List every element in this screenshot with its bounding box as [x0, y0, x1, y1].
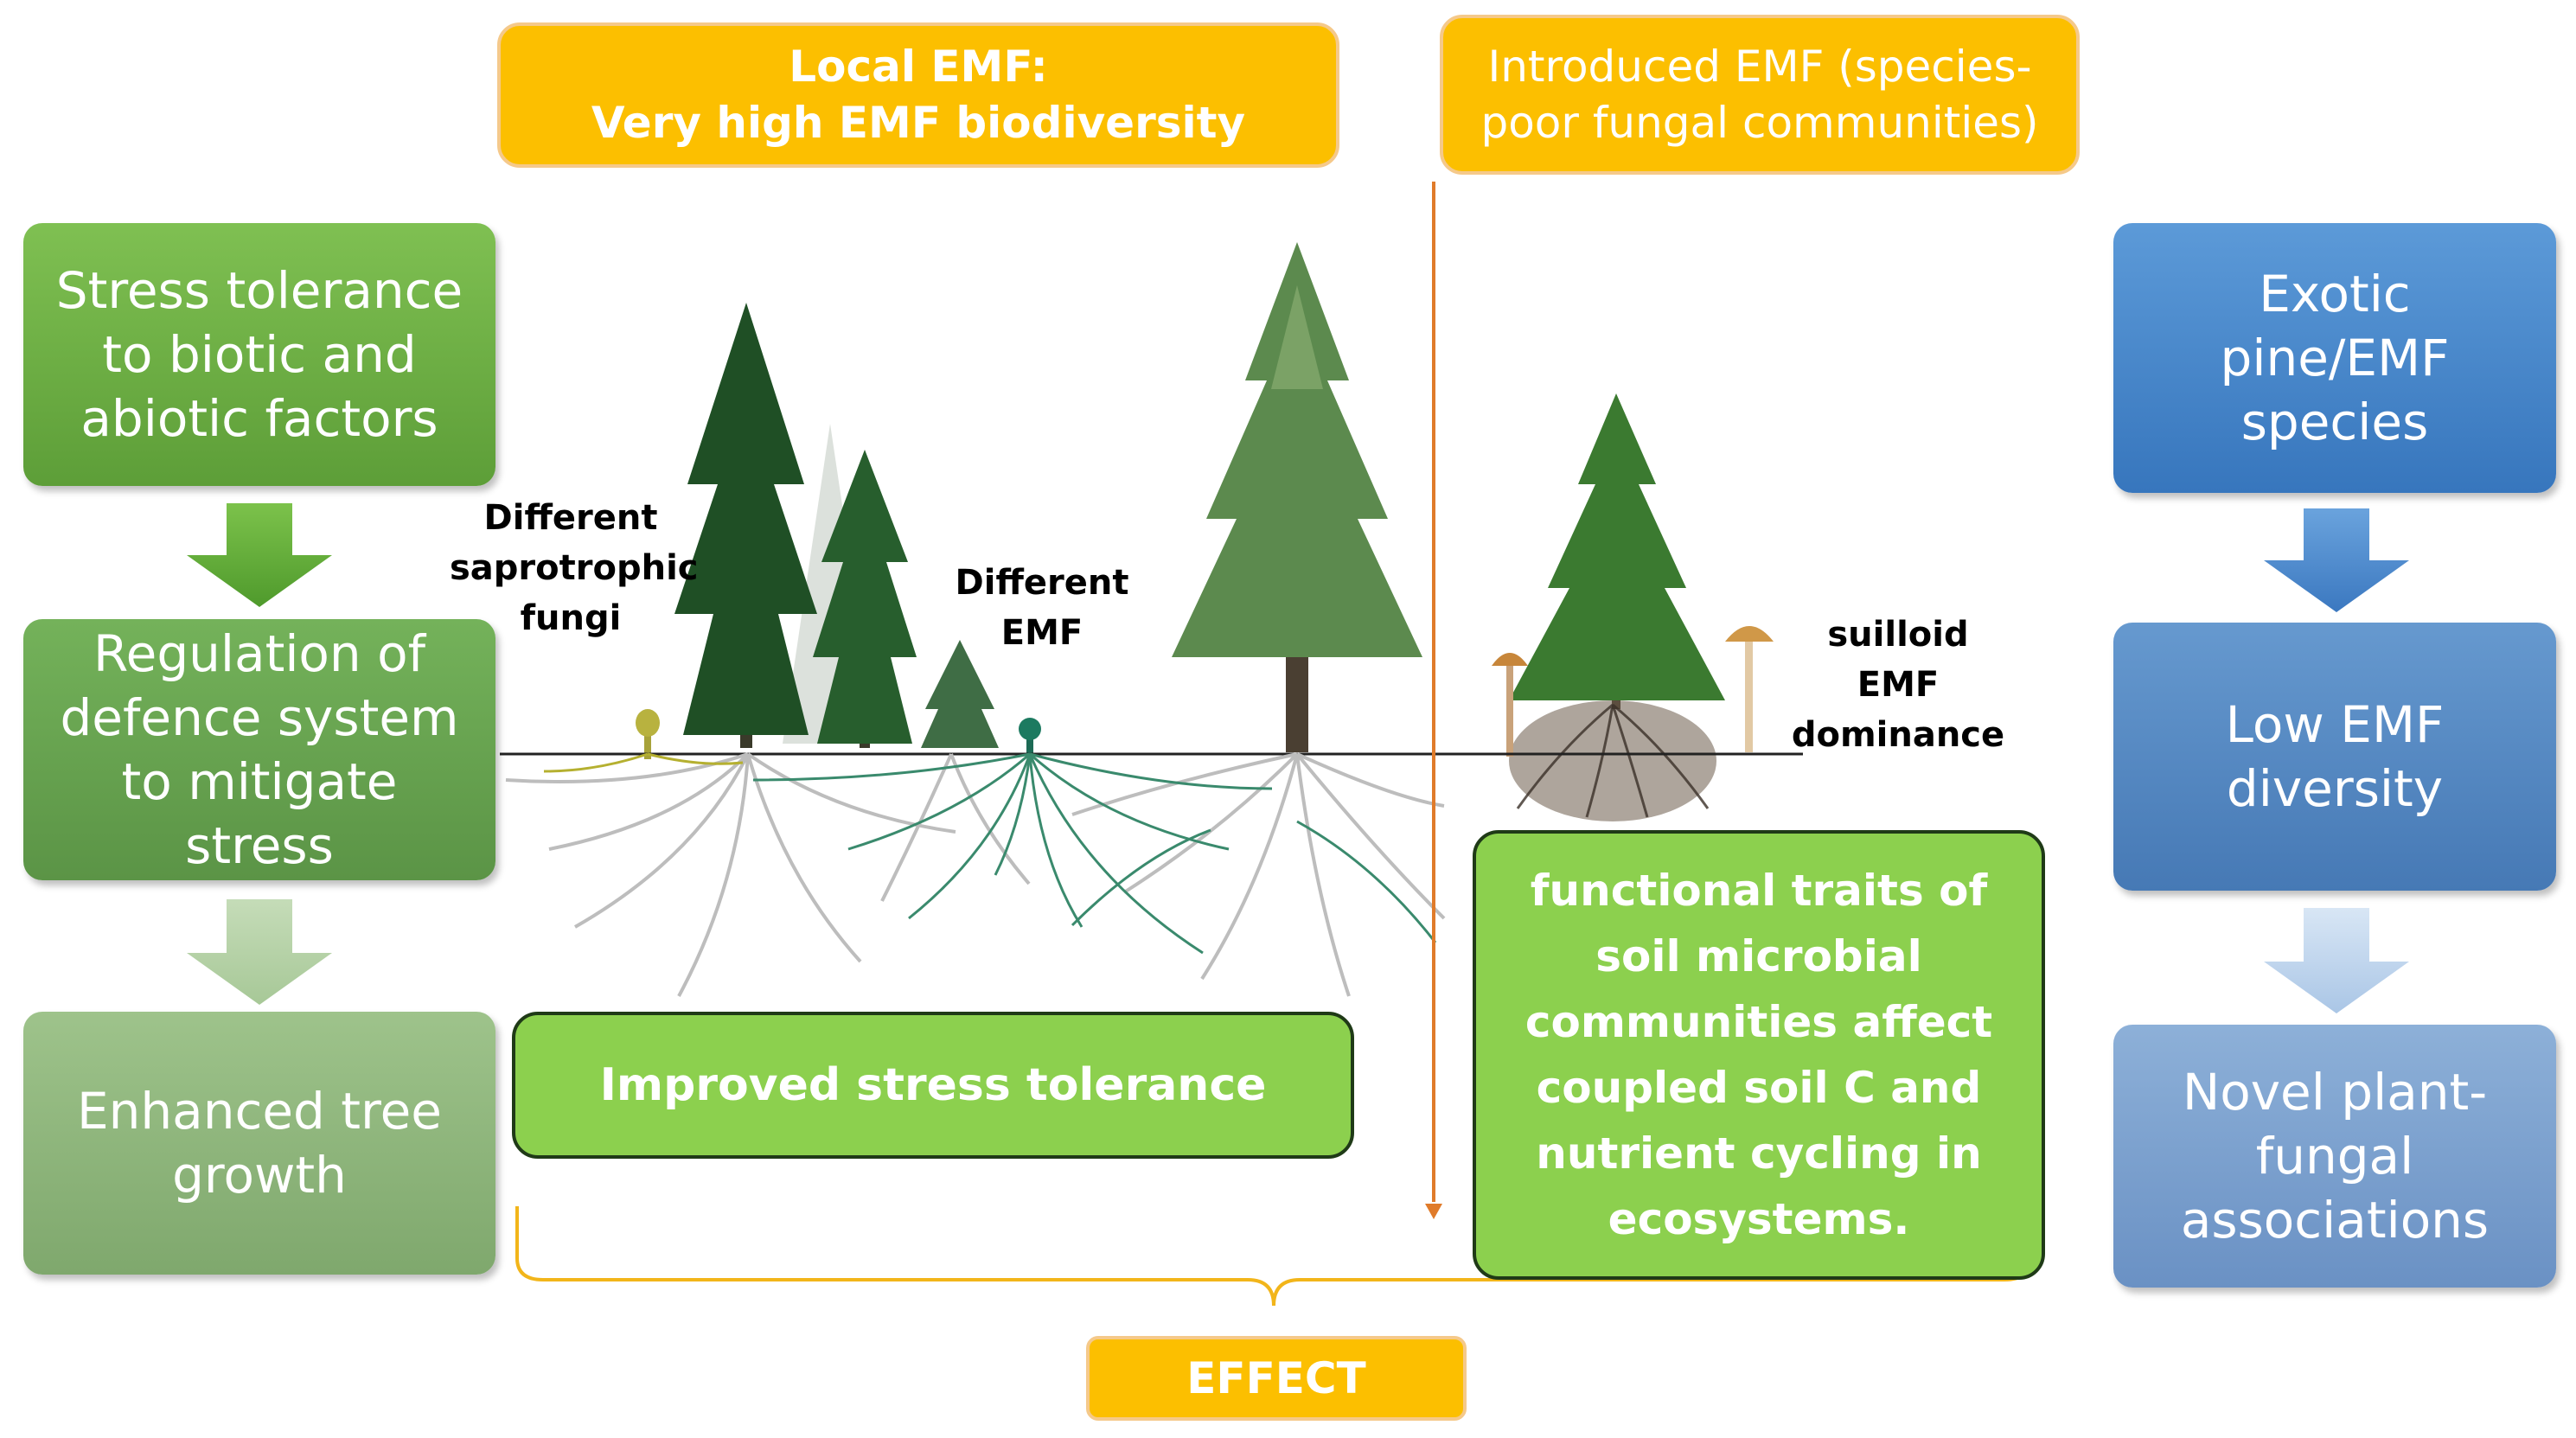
divider-arrowhead-icon: [1425, 1204, 1442, 1219]
root-network: [543, 752, 744, 773]
novel-associations-box: Novel plant- fungal associations: [2113, 1025, 2556, 1288]
defence-line2: defence system: [60, 687, 459, 747]
root-network: [505, 752, 1446, 997]
exotic-line3: species: [2240, 393, 2429, 452]
suilloid-line2: dominance: [1791, 715, 2005, 755]
novel-line1: Novel plant-: [2182, 1062, 2488, 1122]
down-arrow-icon: [187, 899, 332, 1005]
stress-tolerance-line3: abiotic factors: [80, 389, 438, 449]
tree-illustration: [1509, 393, 1725, 709]
stress-tolerance-line1: Stress tolerance: [55, 260, 463, 320]
functional-line3: communities affect: [1525, 997, 1993, 1047]
root-ball: [1509, 700, 1716, 821]
local-emf-subtitle: Very high EMF biodiversity: [591, 98, 1246, 148]
functional-line5: nutrient cycling in: [1536, 1128, 1982, 1179]
down-arrow-icon: [2264, 908, 2409, 1013]
defence-regulation-box: Regulation of defence system to mitigate…: [23, 619, 495, 880]
tree-illustration: [674, 303, 817, 748]
functional-line2: soil microbial: [1595, 931, 1922, 981]
low-diversity-box: Low EMF diversity: [2113, 623, 2556, 891]
functional-line4: coupled soil C and: [1536, 1063, 1982, 1113]
defence-line3: to mitigate stress: [121, 752, 398, 876]
introduced-emf-line1: Introduced EMF (species-: [1487, 41, 2032, 92]
improved-stress-text: Improved stress tolerance: [599, 1059, 1267, 1111]
down-arrow-icon: [187, 503, 332, 607]
stress-tolerance-line2: to biotic and: [102, 324, 417, 384]
defence-line1: Regulation of: [93, 623, 426, 683]
enhanced-growth-line1: Enhanced tree: [77, 1081, 442, 1141]
improved-stress-panel: Improved stress tolerance: [512, 1012, 1354, 1159]
stress-tolerance-box: Stress tolerance to biotic and abiotic f…: [23, 223, 495, 486]
saprotrophic-line3: fungi: [520, 598, 622, 638]
saprotrophic-line2: saprotrophic: [450, 548, 699, 588]
low-diversity-line2: diversity: [2226, 759, 2444, 818]
local-emf-title: Local EMF:: [789, 42, 1048, 92]
enhanced-growth-box: Enhanced tree growth: [23, 1012, 495, 1275]
exotic-line1: Exotic: [2259, 264, 2411, 323]
exotic-species-box: Exotic pine/EMF species: [2113, 223, 2556, 493]
mushroom-icon: [1019, 718, 1041, 755]
introduced-emf-line2: poor fungal communities): [1480, 97, 2039, 148]
emf-line2: EMF: [1000, 613, 1083, 653]
down-arrow-icon: [2264, 508, 2409, 612]
saprotrophic-fungi-label: Different saprotrophic fungi: [450, 493, 699, 643]
exotic-line2: pine/EMF: [2220, 328, 2450, 387]
suilloid-label: suilloid EMF dominance: [1781, 610, 2015, 760]
effect-text: EFFECT: [1186, 1352, 1366, 1403]
saprotrophic-line1: Different: [483, 498, 658, 538]
enhanced-growth-line2: growth: [172, 1146, 347, 1205]
functional-traits-panel: functional traits of soil microbial comm…: [1473, 830, 2045, 1280]
mushroom-icon: [636, 709, 660, 759]
tree-illustration: [1172, 242, 1422, 752]
emf-line1: Different: [955, 563, 1129, 603]
novel-line2: fungal: [2255, 1126, 2414, 1186]
functional-line6: ecosystems.: [1608, 1194, 1910, 1244]
effect-label: EFFECT: [1086, 1336, 1467, 1421]
suilloid-line1: suilloid EMF: [1827, 615, 1969, 705]
functional-line1: functional traits of: [1530, 866, 1988, 916]
tree-illustration: [921, 640, 999, 748]
different-emf-label: Different EMF: [951, 558, 1133, 658]
mushroom-icon: [1492, 653, 1528, 757]
root-network: [752, 752, 1437, 955]
low-diversity-line1: Low EMF: [2225, 694, 2445, 754]
local-emf-header: Local EMF: Very high EMF biodiversity: [497, 22, 1339, 168]
mushroom-icon: [1725, 626, 1774, 752]
tree-illustration: [813, 450, 917, 748]
novel-line3: associations: [2180, 1191, 2490, 1250]
introduced-emf-header: Introduced EMF (species- poor fungal com…: [1440, 15, 2080, 175]
